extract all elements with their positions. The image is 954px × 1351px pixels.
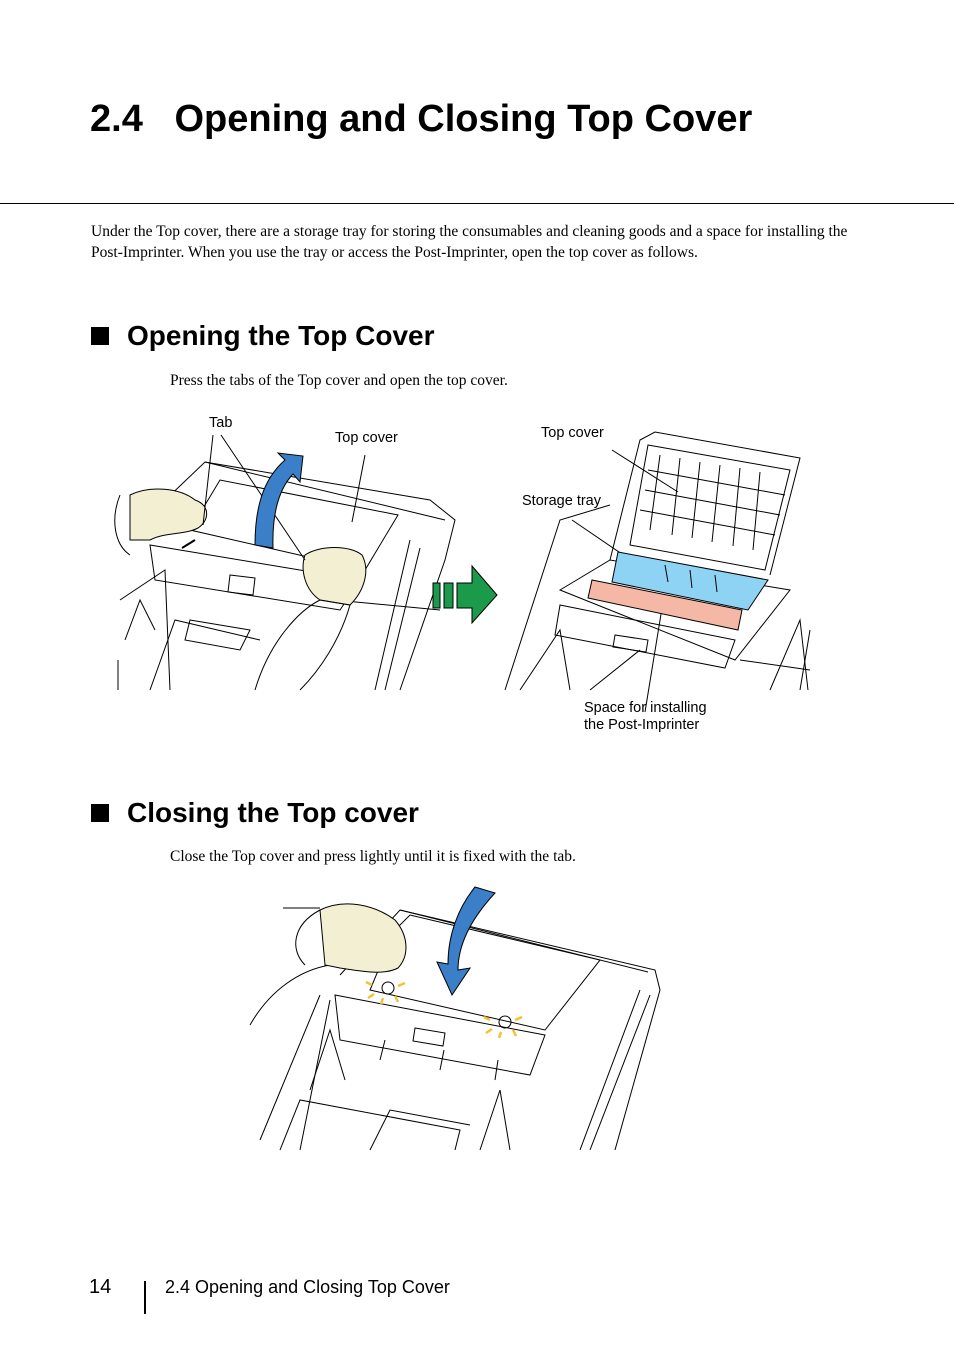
label-top-cover-right: Top cover [541, 425, 604, 441]
title-rule [0, 203, 954, 204]
section-heading-opening: Opening the Top Cover [91, 320, 434, 352]
closing-heading-text: Closing the Top cover [127, 797, 419, 828]
label-tab: Tab [209, 415, 233, 431]
square-bullet-icon [91, 804, 109, 822]
page-number: 14 [89, 1276, 112, 1298]
opening-heading-text: Opening the Top Cover [127, 320, 435, 351]
opening-instruction: Press the tabs of the Top cover and open… [170, 372, 508, 389]
intro-paragraph: Under the Top cover, there are a storage… [91, 223, 848, 261]
label-top-cover-left: Top cover [335, 430, 398, 446]
label-space-line1: Space for installing [584, 700, 707, 716]
running-title: 2.4 Opening and Closing Top Cover [165, 1277, 450, 1297]
label-storage-tray: Storage tray [522, 493, 601, 509]
label-space-line2: the Post-Imprinter [584, 717, 700, 733]
section-heading-closing: Closing the Top cover [91, 797, 419, 829]
square-bullet-icon [91, 327, 109, 345]
closing-instruction: Close the Top cover and press lightly un… [170, 848, 576, 865]
chapter-title: 2.4 Opening and Closing Top Cover [90, 98, 753, 140]
footer-divider [144, 1281, 146, 1314]
